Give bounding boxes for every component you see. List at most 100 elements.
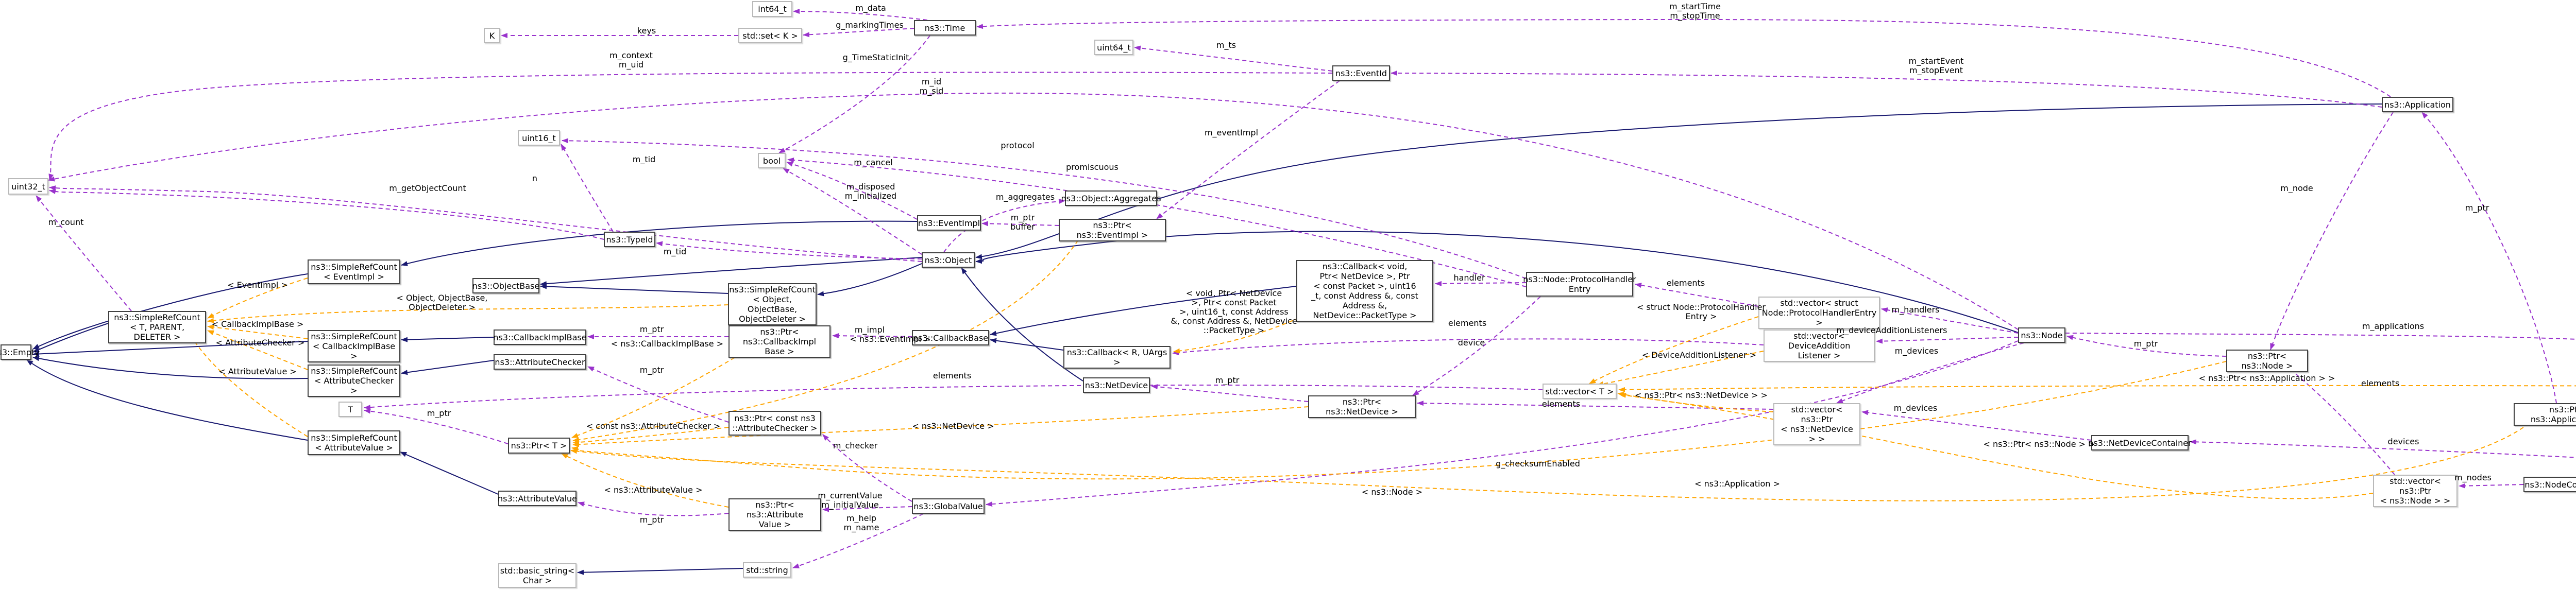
node-src-cib[interactable]: ns3::SimpleRefCount < CallbackImplBase > bbox=[308, 330, 400, 362]
edge-m-36 bbox=[1435, 281, 1527, 286]
edge-m-52 bbox=[1417, 401, 1774, 410]
node-std-string[interactable]: std::string bbox=[743, 562, 791, 578]
edge-t-74 bbox=[572, 234, 1082, 443]
node-vec-phe[interactable]: std::vector< struct Node::ProtocolHandle… bbox=[1758, 297, 1880, 329]
node-vec-dal[interactable]: std::vector< DeviceAddition Listener > bbox=[1764, 329, 1875, 362]
node-k[interactable]: K bbox=[484, 28, 500, 43]
node-t[interactable]: T bbox=[338, 402, 362, 417]
edge-t-78 bbox=[572, 406, 1309, 447]
node-ns3-empty[interactable]: ns3::Empty bbox=[0, 344, 40, 360]
edge-m-19 bbox=[1391, 71, 2382, 108]
edge-m-31 bbox=[943, 199, 1065, 253]
edge-m-33 bbox=[561, 144, 614, 232]
edge-i-3 bbox=[32, 356, 308, 379]
node-objectbase[interactable]: ns3::ObjectBase bbox=[472, 278, 539, 293]
edge-i-16 bbox=[990, 338, 1064, 351]
edge-t-68 bbox=[207, 277, 308, 319]
node-ptr-netdevice[interactable]: ns3::Ptr< ns3::NetDevice > bbox=[1308, 395, 1416, 418]
node-phe[interactable]: ns3::Node::ProtocolHandler Entry bbox=[1523, 272, 1636, 297]
edge-m-27 bbox=[981, 221, 1059, 227]
edge-m-65 bbox=[2459, 483, 2524, 489]
node-ptr-cib[interactable]: ns3::Ptr< ns3::CallbackImpl Base > bbox=[728, 325, 831, 358]
node-ptr-t[interactable]: ns3::Ptr< T > bbox=[508, 438, 570, 454]
edge-i-6 bbox=[540, 284, 728, 294]
edge-t-75 bbox=[571, 350, 748, 438]
edge-m-64 bbox=[2285, 365, 2395, 475]
node-netdevicecontainer[interactable]: ns3::NetDeviceContainer bbox=[2088, 435, 2192, 450]
node-ns3-typeid[interactable]: ns3::TypeId bbox=[604, 232, 655, 247]
node-ns3-eventimpl[interactable]: ns3::EventImpl bbox=[917, 215, 981, 231]
edge-t-85 bbox=[1619, 392, 2374, 499]
edge-i-10 bbox=[401, 360, 494, 375]
edge-m-21 bbox=[803, 28, 914, 38]
edge-t-72 bbox=[190, 335, 308, 437]
node-globalvalue[interactable]: ns3::GlobalValue bbox=[912, 498, 985, 514]
edge-m-37 bbox=[1412, 296, 1541, 396]
node-src-av[interactable]: ns3::SimpleRefCount < AttributeValue > bbox=[308, 430, 400, 455]
node-uint32_t[interactable]: uint32_t bbox=[8, 178, 48, 195]
edge-m-44 bbox=[832, 333, 912, 339]
node-ns3-application[interactable]: ns3::Application bbox=[2382, 97, 2453, 112]
edge-m-66 bbox=[2190, 439, 2576, 458]
node-src-ac[interactable]: ns3::SimpleRefCount < AttributeChecker > bbox=[308, 365, 400, 397]
edge-m-40 bbox=[1635, 283, 1759, 307]
node-std-set-k[interactable]: std::set< K > bbox=[738, 28, 802, 43]
node-callbackbase[interactable]: ns3::CallbackBase bbox=[912, 330, 989, 345]
node-src-tpd[interactable]: ns3::SimpleRefCount < T, PARENT, DELETER… bbox=[108, 311, 206, 343]
edge-m-48 bbox=[822, 506, 912, 512]
node-ptr-node[interactable]: ns3::Ptr< ns3::Node > bbox=[2226, 350, 2308, 372]
node-ns3-eventid[interactable]: ns3::EventId bbox=[1332, 65, 1390, 81]
edge-m-41 bbox=[1172, 338, 1764, 355]
edge-m-43 bbox=[364, 408, 509, 444]
node-attributechecker[interactable]: ns3::AttributeChecker bbox=[494, 354, 586, 370]
edge-m-57 bbox=[986, 340, 2019, 507]
node-ptr-eventimpl[interactable]: ns3::Ptr< ns3::EventImpl > bbox=[1059, 219, 1166, 241]
node-ptr-app[interactable]: ns3::Ptr< ns3::Application > bbox=[2514, 403, 2576, 426]
node-basic-string[interactable]: std::basic_string< Char > bbox=[498, 563, 577, 588]
edge-m-24 bbox=[48, 72, 1333, 181]
node-ns3-time[interactable]: ns3::Time bbox=[914, 20, 976, 36]
node-nodecontainer[interactable]: ns3::NodeContainer bbox=[2523, 477, 2576, 492]
edge-i-1 bbox=[32, 323, 109, 353]
node-aggregates[interactable]: ns3::Object::Aggregates bbox=[1061, 190, 1161, 206]
edge-m-46 bbox=[587, 366, 729, 423]
edge-m-58 bbox=[48, 92, 2019, 330]
node-vec-ptr-node[interactable]: std::vector< ns3::Ptr < ns3::Node > > bbox=[2373, 475, 2458, 507]
node-ptr-const-ac[interactable]: ns3::Ptr< const ns3 ::AttributeChecker > bbox=[728, 411, 821, 436]
edge-i-0 bbox=[32, 273, 308, 350]
edge-m-50 bbox=[578, 501, 729, 516]
node-uint64_t[interactable]: uint64_t bbox=[1094, 40, 1133, 55]
edge-m-47 bbox=[822, 434, 912, 502]
edge-m-51 bbox=[1151, 384, 1309, 402]
edge-m-54 bbox=[1876, 337, 2019, 344]
node-vec-t[interactable]: std::vector< T > bbox=[1543, 384, 1617, 399]
node-uint16_t[interactable]: uint16_t bbox=[518, 130, 560, 146]
edge-t-70 bbox=[207, 324, 308, 339]
node-callback-void[interactable]: ns3::Callback< void, Ptr< NetDevice >, P… bbox=[1296, 260, 1433, 322]
node-bool[interactable]: bool bbox=[758, 153, 786, 168]
edge-m-53 bbox=[1881, 307, 2019, 334]
node-ns3-netdevice[interactable]: ns3::NetDevice bbox=[1083, 377, 1150, 393]
node-callbackimplbase[interactable]: ns3::CallbackImplBase bbox=[493, 329, 587, 345]
edge-m-25 bbox=[1134, 45, 1333, 72]
edge-t-80 bbox=[570, 418, 2535, 501]
edge-m-56 bbox=[1861, 410, 2092, 441]
node-ptr-av[interactable]: ns3::Ptr< ns3::Attribute Value > bbox=[728, 498, 821, 531]
node-ns3-node[interactable]: ns3::Node bbox=[2018, 327, 2065, 343]
node-src-eventimpl[interactable]: ns3::SimpleRefCount < EventImpl > bbox=[308, 259, 400, 284]
edge-m-18 bbox=[976, 19, 2391, 97]
edge-i-8 bbox=[817, 263, 922, 297]
edge-i-14 bbox=[961, 267, 1083, 381]
edge-i-11 bbox=[400, 452, 499, 495]
node-callback-r[interactable]: ns3::Callback< R, UArgs > bbox=[1063, 346, 1171, 369]
edge-m-60 bbox=[2065, 333, 2576, 340]
edge-i-7 bbox=[540, 257, 922, 287]
edge-i-15 bbox=[990, 286, 1297, 336]
node-ns3-object[interactable]: ns3::Object bbox=[922, 252, 975, 268]
node-src-object[interactable]: ns3::SimpleRefCount < Object, ObjectBase… bbox=[728, 283, 817, 325]
node-attributevalue[interactable]: ns3::AttributeValue bbox=[498, 491, 577, 506]
node-vec-ptr-nd[interactable]: std::vector< ns3::Ptr < ns3::NetDevice >… bbox=[1773, 403, 1860, 445]
node-int64_t[interactable]: int64_t bbox=[752, 1, 792, 17]
edge-t-81 bbox=[1589, 316, 1759, 384]
